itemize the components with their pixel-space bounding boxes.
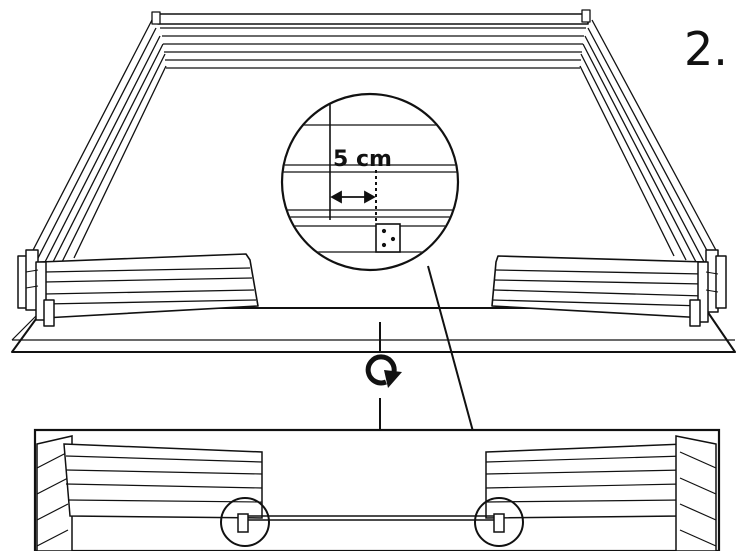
right-wall — [579, 9, 719, 263]
front-left-wall — [17, 249, 259, 327]
back-wall — [157, 13, 589, 69]
measurement-label: 5 cm — [333, 147, 392, 172]
detail-circle — [280, 92, 460, 272]
left-wall — [29, 11, 167, 265]
double-arrow-icon — [330, 190, 376, 204]
right-highlight-circle — [474, 497, 524, 547]
rotate-icon — [365, 354, 402, 388]
raised-bed-frame — [11, 9, 736, 353]
step-number: 2. — [684, 22, 728, 76]
left-bracket — [237, 513, 249, 533]
right-bracket — [493, 513, 505, 533]
corner-bracket — [375, 223, 401, 253]
detail-magnifier: 5 cm — [280, 92, 460, 272]
front-right-wall — [491, 249, 727, 327]
rotated-view-panel — [33, 428, 721, 551]
base-board — [11, 307, 736, 353]
left-highlight-circle — [220, 497, 270, 547]
